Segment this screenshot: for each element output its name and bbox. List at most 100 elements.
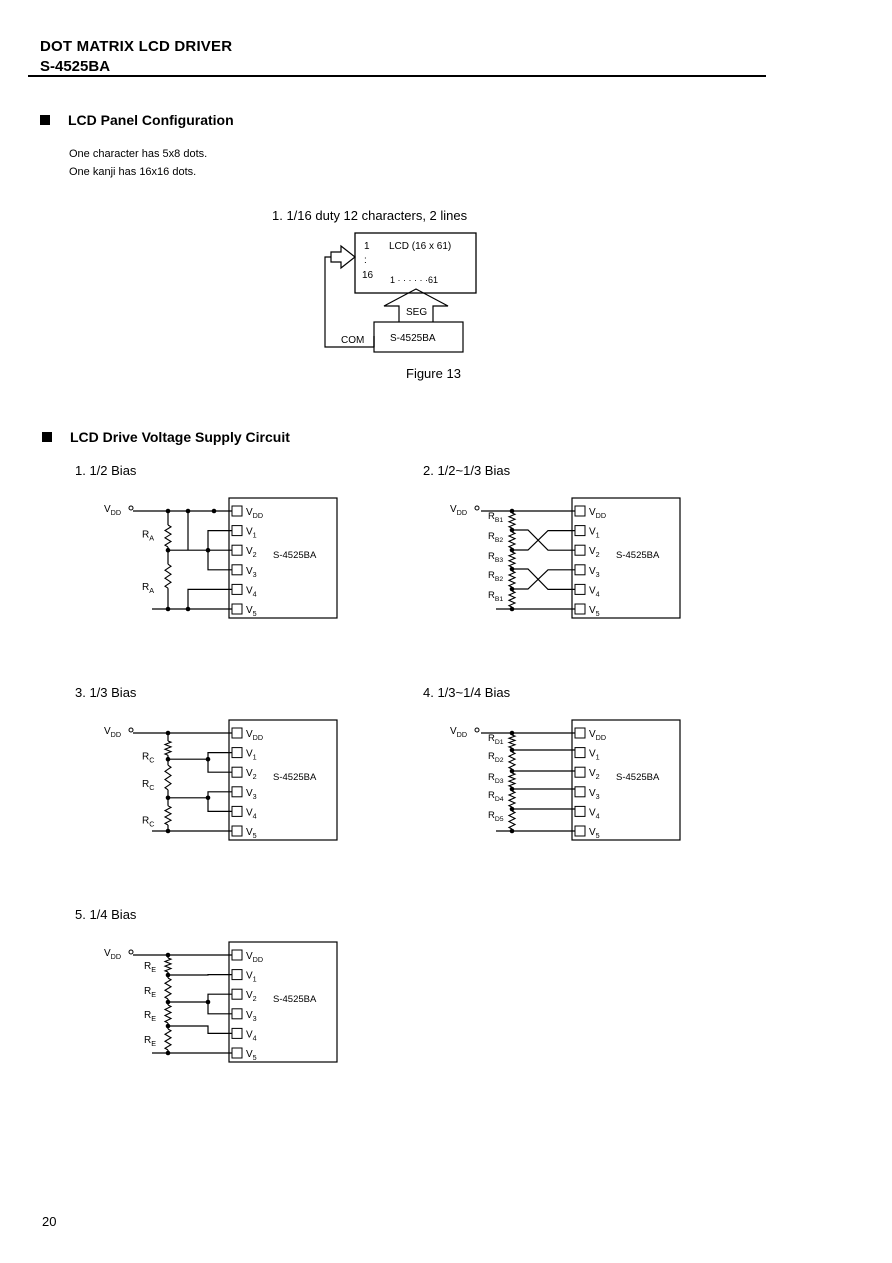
pin-0-terminal-icon <box>231 949 243 961</box>
pin-label-4: V4 <box>589 585 600 598</box>
seg-arrow-icon <box>383 288 449 322</box>
pin-label-4: V4 <box>246 807 257 820</box>
panel-config-item1: 1. 1/16 duty 12 characters, 2 lines <box>272 208 468 223</box>
pin-0-terminal-icon <box>574 505 586 517</box>
pin-label-2: V2 <box>589 546 600 559</box>
chip-block: S-4525BA <box>228 941 338 1063</box>
resistor-rd-1-icon <box>507 734 517 749</box>
resistor-rb-label-1: RB2 <box>488 531 503 544</box>
chip-label: S-4525BA <box>616 550 660 561</box>
wire <box>207 529 232 571</box>
pin-label-1: V1 <box>246 527 257 540</box>
chip-outline <box>228 941 338 1063</box>
chip-block: S-4525BA <box>571 719 681 841</box>
pin-0-terminal-icon <box>231 727 243 739</box>
resistor-rb-2-icon <box>507 531 517 549</box>
vdd-terminal-icon <box>128 727 134 733</box>
pin-1-terminal-icon <box>574 525 586 537</box>
resistor-rd-label-0: RD1 <box>488 733 504 746</box>
resistor-rb-label-0: RB1 <box>488 511 503 524</box>
circuit-title-3: 3. 1/3 Bias <box>75 685 137 700</box>
resistor-re-label: RE <box>144 961 156 974</box>
pin-label-3: V3 <box>589 788 600 801</box>
junction-dot <box>185 606 191 612</box>
panel-config-heading-text: LCD Panel Configuration <box>68 112 234 128</box>
pin-label-5: V5 <box>246 1049 257 1062</box>
pin-1-terminal-icon <box>574 747 586 759</box>
wire <box>168 1025 232 1035</box>
pin-label-2: V2 <box>246 546 257 559</box>
pin-1-terminal-icon <box>231 525 243 537</box>
junction-dot <box>211 508 217 514</box>
resistor-rc-1-icon <box>163 740 173 756</box>
pin-label-5: V5 <box>246 827 257 840</box>
resistor-rc-label: RC <box>142 752 154 765</box>
wire <box>187 588 232 609</box>
pin-label-0: VDD <box>589 507 606 520</box>
header-rule <box>28 75 766 77</box>
vdd-terminal-icon <box>128 949 134 955</box>
pin-label-4: V4 <box>246 585 257 598</box>
resistor-re-4-icon <box>163 1028 173 1051</box>
pin-label-1: V1 <box>589 749 600 762</box>
pin-label-4: V4 <box>246 1029 257 1042</box>
chip-outline <box>571 497 681 619</box>
resistor-rd-2-icon <box>507 751 517 770</box>
pin-4-terminal-icon <box>231 1027 243 1039</box>
resistor-re-label: RE <box>144 1010 156 1023</box>
wire <box>512 568 575 591</box>
circuit-title-5: 5. 1/4 Bias <box>75 907 137 922</box>
vdd-label: VDD <box>450 504 467 517</box>
pin-1-terminal-icon <box>231 747 243 759</box>
resistor-rd-5-icon <box>507 810 517 830</box>
resistor-re-1-icon <box>163 957 173 973</box>
resistor-rb-label-3: RB2 <box>488 570 503 583</box>
vdd-label: VDD <box>450 726 467 739</box>
lcd-row-first: 1 <box>364 241 370 252</box>
pin-label-3: V3 <box>246 1010 257 1023</box>
vdd-label: VDD <box>104 504 121 517</box>
pin-4-terminal-icon <box>231 583 243 595</box>
pin-label-3: V3 <box>246 788 257 801</box>
pin-label-2: V2 <box>246 990 257 1003</box>
pin-label-5: V5 <box>589 605 600 618</box>
resistor-rc-label: RC <box>142 815 154 828</box>
chip-label: S-4525BA <box>273 550 317 561</box>
pin-3-terminal-icon <box>574 786 586 798</box>
pin-1-terminal-icon <box>231 969 243 981</box>
pin-label-0: VDD <box>246 507 263 520</box>
resistor-ra-label: RA <box>142 582 154 595</box>
pin-label-1: V1 <box>246 749 257 762</box>
pin-4-terminal-icon <box>574 805 586 817</box>
pin-label-0: VDD <box>246 729 263 742</box>
resistor-re-2-icon <box>163 977 173 1000</box>
pin-label-5: V5 <box>589 827 600 840</box>
chip-label: S-4525BA <box>616 772 660 783</box>
lcd-label: LCD (16 x 61) <box>389 241 451 252</box>
resistor-rc-2-icon <box>164 764 172 791</box>
pin-5-terminal-icon <box>231 1047 243 1059</box>
panel-config-line2: One kanji has 16x16 dots. <box>69 166 197 178</box>
circuit-title-4: 4. 1/3~1/4 Bias <box>423 685 511 700</box>
resistor-rc-label: RC <box>142 779 154 792</box>
pin-0-terminal-icon <box>231 505 243 517</box>
vdd-terminal-icon <box>474 727 480 733</box>
pin-3-terminal-icon <box>231 1008 243 1020</box>
lcd-row-colon: : <box>364 255 367 266</box>
wire <box>512 569 575 590</box>
wire <box>207 993 232 1015</box>
pin-4-terminal-icon <box>231 805 243 817</box>
chip-label: S-4525BA <box>273 994 317 1005</box>
resistor-rb-3-icon <box>507 551 517 568</box>
pin-label-1: V1 <box>246 971 257 984</box>
pin-label-5: V5 <box>246 605 257 618</box>
resistor-rd-label-3: RD4 <box>488 790 504 803</box>
pin-2-terminal-icon <box>574 766 586 778</box>
document-model: S-4525BA <box>40 58 111 75</box>
pin-5-terminal-icon <box>574 603 586 615</box>
chip-outline <box>571 719 681 841</box>
pin-3-terminal-icon <box>231 786 243 798</box>
panel-config-heading: LCD Panel Configuration <box>40 112 234 128</box>
resistor-rc-3-icon <box>163 805 173 826</box>
